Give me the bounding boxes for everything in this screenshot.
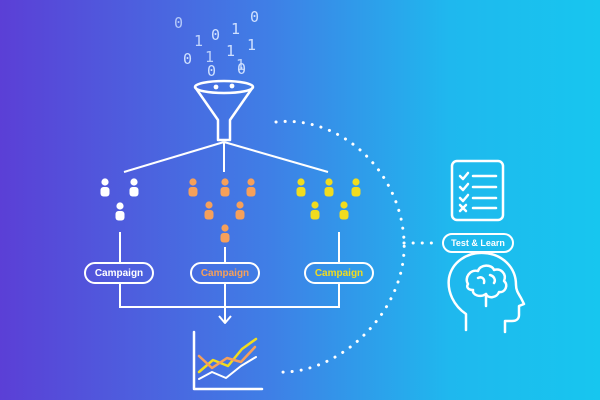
person-icon [351, 178, 361, 197]
binary-digit: 1 [194, 32, 204, 50]
people-groups [100, 178, 361, 243]
person-icon [204, 201, 214, 220]
person-icon [115, 202, 125, 221]
line-chart-icon [192, 330, 264, 391]
campaign-button-1[interactable]: Campaign [84, 262, 154, 284]
binary-digit: 1 [231, 20, 241, 38]
binary-digit: 0 [207, 62, 217, 80]
campaign-button-3[interactable]: Campaign [304, 262, 374, 284]
person-icon [296, 178, 306, 197]
person-icon [220, 178, 230, 197]
merge-lines [119, 284, 340, 324]
dotted-arc [274, 119, 406, 374]
binary-digit: 1 [205, 48, 215, 66]
binary-digit: 1 [226, 42, 236, 60]
binary-digit: 0 [183, 50, 193, 68]
test-and-learn-button[interactable]: Test & Learn [442, 233, 514, 253]
head-brain-icon [447, 251, 526, 334]
binary-digit: 1 [247, 36, 257, 54]
binary-digit: 0 [250, 8, 260, 26]
funnel-icon [193, 79, 255, 142]
person-icon [100, 178, 110, 197]
person-icon [339, 201, 349, 220]
person-icon [310, 201, 320, 220]
campaign-button-2[interactable]: Campaign [190, 262, 260, 284]
binary-digit: 0 [237, 60, 247, 78]
binary-digit: 0 [174, 14, 184, 32]
binary-digit: 1 [236, 56, 246, 74]
person-icon [235, 201, 245, 220]
person-icon [324, 178, 334, 197]
person-icon [220, 224, 230, 243]
person-icon [246, 178, 256, 197]
campaign-connectors [119, 232, 340, 262]
person-icon [129, 178, 139, 197]
checklist-icon [450, 159, 505, 222]
binary-digit: 0 [211, 26, 221, 44]
branch-lines [123, 141, 329, 173]
person-icon [188, 178, 198, 197]
